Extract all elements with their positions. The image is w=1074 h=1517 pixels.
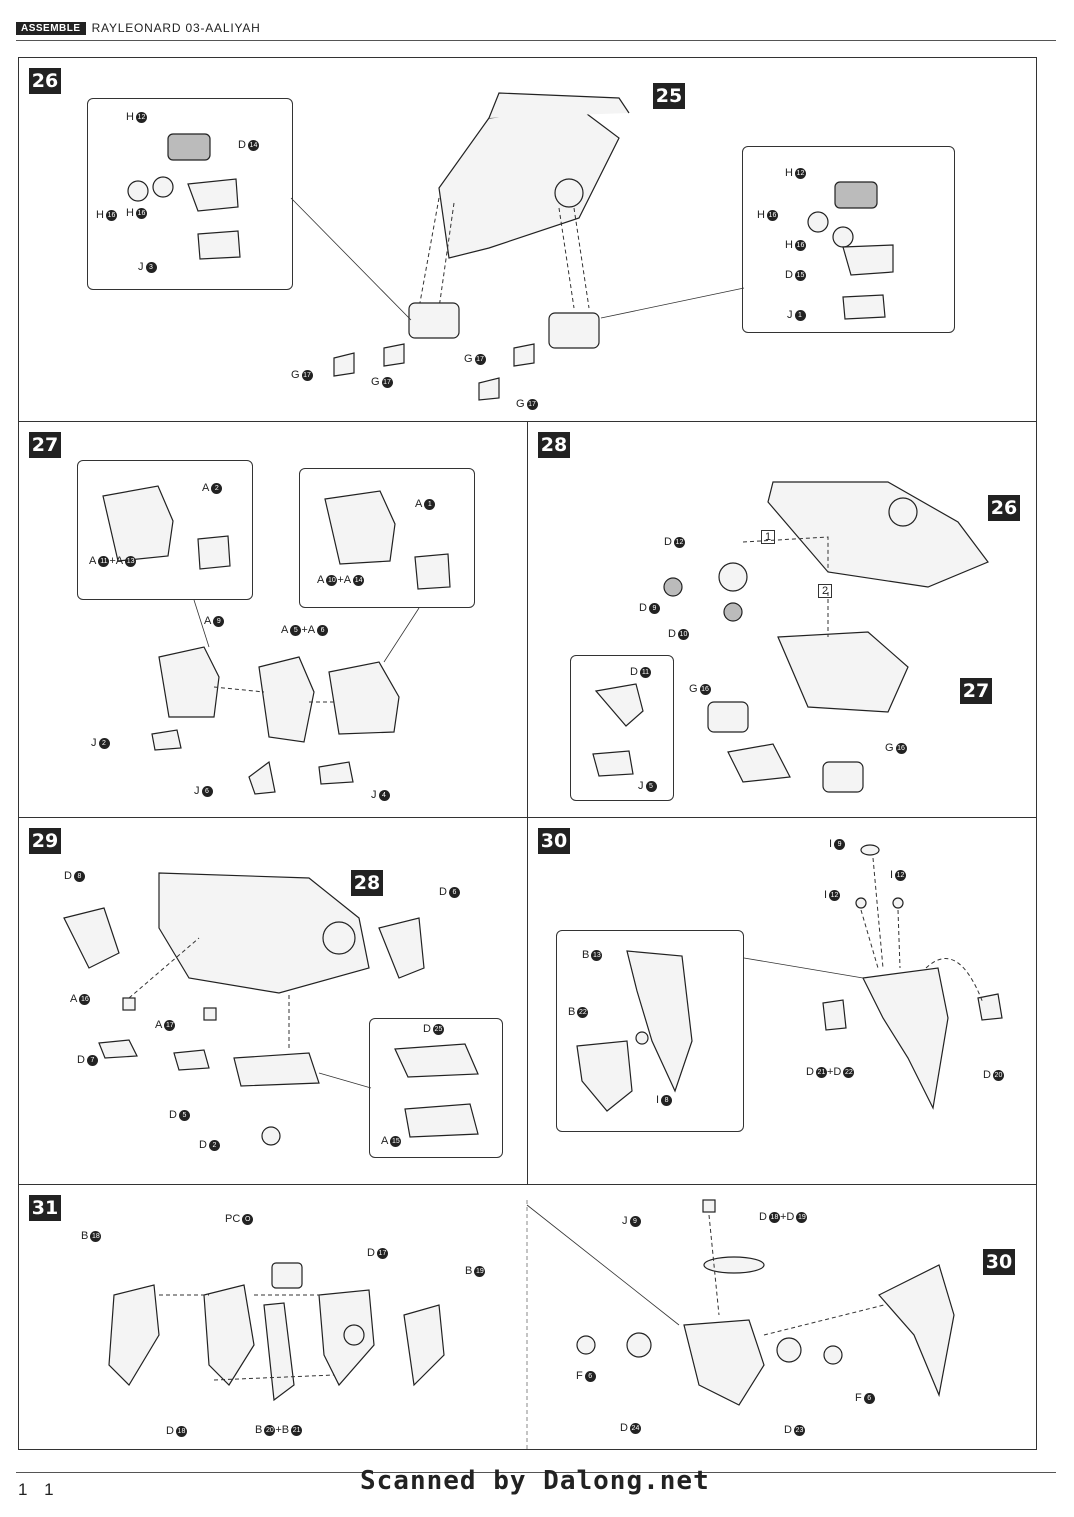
step-ref: 26 xyxy=(988,495,1020,521)
assembly-drawing xyxy=(63,872,425,1146)
header-rule xyxy=(16,40,1056,41)
inset-left xyxy=(77,460,253,600)
assemble-tag: ASSEMBLE xyxy=(16,21,86,35)
step-number: 31 xyxy=(29,1195,61,1221)
sequence-2: 2 xyxy=(818,584,833,598)
page-header: ASSEMBLE RAYLEONARD 03-AALIYAH xyxy=(16,20,261,36)
step-number: 28 xyxy=(538,432,570,458)
step-number: 26 xyxy=(29,68,61,94)
step-ref: 30 xyxy=(983,1249,1015,1275)
inset-drawing xyxy=(807,181,894,320)
model-title: RAYLEONARD 03-AALIYAH xyxy=(91,21,261,35)
inset-sub xyxy=(570,655,674,801)
assembly-drawing xyxy=(663,481,989,793)
main-assembly-drawing xyxy=(290,92,745,401)
step-number: 27 xyxy=(29,432,61,458)
step-number: 29 xyxy=(29,828,61,854)
sequence-1: 1 xyxy=(761,530,776,544)
step-ref: 25 xyxy=(653,83,685,109)
step-number: 30 xyxy=(538,828,570,854)
assembly-drawing xyxy=(108,1199,955,1451)
inset-drawing xyxy=(127,133,241,260)
assembly-drawing xyxy=(743,844,1003,1110)
footer-rule xyxy=(16,1472,1056,1473)
step-ref: 27 xyxy=(960,678,992,704)
step-ref: 28 xyxy=(351,870,383,896)
scan-credit: Scanned by Dalong.net xyxy=(360,1466,710,1496)
inset-sub xyxy=(369,1018,503,1158)
assembly-drawing xyxy=(151,599,420,795)
page-number: 1 1 xyxy=(18,1480,60,1499)
inset-sub xyxy=(556,930,744,1132)
